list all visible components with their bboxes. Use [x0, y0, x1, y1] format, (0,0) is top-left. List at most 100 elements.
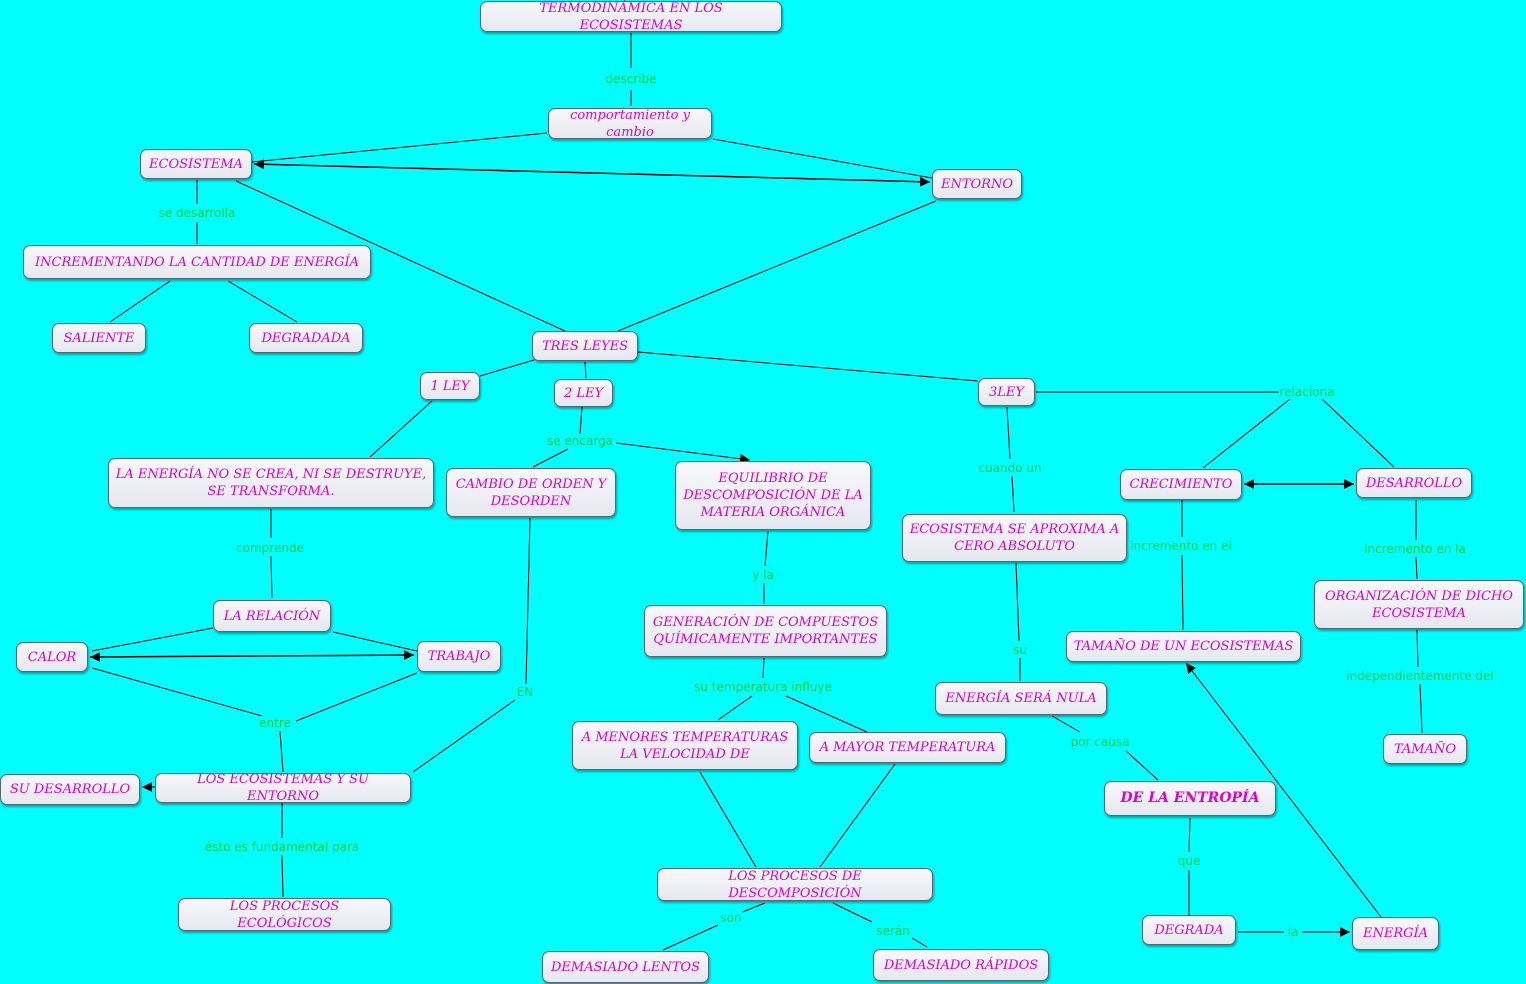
node-crecimiento[interactable]: CRECIMIENTO — [1120, 469, 1242, 500]
node-equilibrio[interactable]: EQUILIBRIO DE DESCOMPOSICIÓN DE LA MATER… — [675, 461, 871, 530]
node-ecosistema-cero[interactable]: ECOSISTEMA SE APROXIMA A CERO ABSOLUTO — [902, 514, 1127, 562]
link-ecosistema-entorno — [253, 159, 931, 187]
node-termodinamica[interactable]: TERMODINÁMICA EN LOS ECOSISTEMAS — [480, 1, 782, 33]
link-ley2-seencarga — [579, 406, 583, 435]
link-porcausa-entropia — [1125, 750, 1159, 781]
label-su-temperatura: su temperatura influye — [693, 680, 833, 694]
node-ley2[interactable]: 2 LEY — [554, 379, 613, 407]
link-cambio-en — [525, 517, 531, 685]
node-trabajo[interactable]: TRABAJO — [417, 641, 501, 672]
label-y-la: y la — [751, 568, 775, 582]
link-incrementoel-tamanoeco — [1181, 554, 1184, 631]
link-relacion-trabajo — [332, 631, 418, 652]
link-incrementando-degradada — [227, 280, 298, 323]
node-demasiado-rapidos[interactable]: DEMASIADO RÁPIDOS — [873, 949, 1049, 981]
label-incremento-en-la: incremento en la — [1363, 542, 1467, 556]
link-tresleyes-ley2 — [584, 361, 587, 379]
label-su: su — [1012, 643, 1028, 657]
node-comportamiento[interactable]: comportamiento y cambio — [548, 108, 712, 140]
link-energia-tamanoeco — [1185, 662, 1382, 918]
link-sutemp-mayor — [785, 695, 868, 733]
link-mayor-procesos — [819, 763, 896, 868]
link-comport-entorno — [712, 138, 933, 179]
label-la: la — [1286, 925, 1300, 939]
label-son: son — [719, 911, 743, 925]
link-entorno-tresleyes — [617, 200, 937, 332]
node-demasiado-lentos[interactable]: DEMASIADO LENTOS — [542, 951, 709, 983]
link-son-lentos — [662, 924, 719, 951]
link-menores-procesos — [699, 771, 757, 868]
link-procesos-son — [739, 902, 766, 914]
link-seencarga-equilibrio — [615, 442, 751, 464]
link-cuando-ecocero — [1011, 475, 1015, 513]
link-ley1-energiano — [369, 400, 433, 458]
label-se-encarga: se encarga — [545, 434, 615, 448]
link-sutemp-menores — [717, 695, 753, 721]
link-relacion-calor — [91, 627, 214, 652]
node-ley3[interactable]: 3LEY — [978, 378, 1035, 406]
label-que: que — [1176, 854, 1202, 868]
node-procesos-descomposicion[interactable]: LOS PROCESOS DE DESCOMPOSICIÓN — [657, 868, 933, 901]
label-seran: serán — [875, 924, 911, 938]
node-energia-nula[interactable]: ENERGÍA SERÁ NULA — [935, 682, 1107, 715]
link-seencarga-cambio — [532, 448, 569, 468]
link-calor-trabajo — [89, 650, 415, 662]
label-en: EN — [515, 685, 535, 699]
node-generacion[interactable]: GENERACIÓN DE COMPUESTOS QUÍMICAMENTE IM… — [644, 605, 887, 657]
link-incrementola-organizacion — [1415, 556, 1418, 580]
label-comprende: comprende — [235, 541, 305, 555]
link-seran-rapidos — [911, 937, 928, 948]
node-degradada[interactable]: DEGRADADA — [249, 323, 363, 353]
label-se-desarrolla: se desarrolla — [157, 206, 237, 220]
node-energia-no-se-crea[interactable]: LA ENERGÍA NO SE CREA, NI SE DESTRUYE, S… — [108, 458, 434, 508]
node-degrada[interactable]: DEGRADA — [1142, 915, 1236, 945]
node-entropia[interactable]: DE LA ENTROPÍA — [1104, 781, 1276, 816]
link-incrementando-saliente — [109, 280, 171, 323]
link-tresleyes-ley1 — [479, 359, 535, 377]
node-tamano-ecosistemas[interactable]: TAMAÑO DE UN ECOSISTEMAS — [1066, 631, 1301, 662]
node-calor[interactable]: CALOR — [16, 642, 88, 672]
label-describe: describe — [604, 72, 658, 86]
node-energia[interactable]: ENERGÍA — [1352, 917, 1439, 950]
node-cambio-orden[interactable]: CAMBIO DE ORDEN Y DESORDEN — [446, 468, 616, 517]
label-relaciona: relaciona — [1278, 385, 1336, 399]
link-independ-tamano — [1419, 683, 1423, 734]
node-la-relacion[interactable]: LA RELACIÓN — [213, 600, 331, 632]
node-entorno[interactable]: ENTORNO — [932, 169, 1022, 199]
label-incremento-en-el: incremento en el — [1129, 539, 1233, 553]
link-ecosistema-tresleyes — [235, 180, 566, 332]
label-por-causa: por causa — [1069, 735, 1131, 749]
link-relaciona-desarrollo — [1321, 398, 1395, 468]
link-trabajo-entre — [295, 672, 418, 722]
node-tres-leyes[interactable]: TRES LEYES — [532, 331, 638, 361]
node-su-desarrollo[interactable]: SU DESARROLLO — [0, 774, 140, 805]
node-ley1[interactable]: 1 LEY — [420, 372, 480, 400]
node-organizacion[interactable]: ORGANIZACIÓN DE DICHO ECOSISTEMA — [1314, 580, 1524, 629]
node-menores-temperaturas[interactable]: A MENORES TEMPERATURAS LA VELOCIDAD DE — [572, 721, 798, 770]
node-desarrollo[interactable]: DESARROLLO — [1356, 468, 1472, 498]
link-energianula-porcausa — [1051, 715, 1081, 733]
node-incrementando[interactable]: INCREMENTANDO LA CANTIDAD DE ENERGÍA — [23, 245, 371, 279]
link-procesos-seran — [832, 902, 873, 923]
link-comprende-relacion — [270, 555, 273, 599]
label-cuando-un: cuando un — [977, 461, 1043, 475]
node-ecosistema[interactable]: ECOSISTEMA — [140, 149, 252, 179]
link-entre-ecoentorno — [279, 730, 284, 773]
link-generacion-sutemp — [762, 657, 765, 679]
node-ecosistemas-entorno[interactable]: LOS ECOSISTEMAS Y SU ENTORNO — [155, 772, 411, 804]
link-organizacion-independ — [1416, 629, 1419, 668]
link-relaciona-crecimiento — [1202, 398, 1291, 469]
node-procesos-ecologicos[interactable]: LOS PROCESOS ECOLÓGICOS — [178, 898, 391, 931]
link-ecocero-su — [1015, 562, 1020, 642]
node-saliente[interactable]: SALIENTE — [52, 323, 146, 353]
node-mayor-temperatura[interactable]: A MAYOR TEMPERATURA — [809, 732, 1006, 763]
label-entre: entre — [258, 716, 292, 730]
link-equilibrio-yla — [764, 530, 769, 567]
link-en-ecoentorno — [412, 699, 516, 773]
link-ley3-cuando — [1006, 406, 1011, 460]
label-independientemente: independientemente del — [1345, 669, 1495, 683]
link-fundamental-procesoseco — [281, 854, 284, 898]
node-tamano[interactable]: TAMAÑO — [1383, 734, 1467, 764]
link-comport-ecosistema — [251, 132, 548, 163]
